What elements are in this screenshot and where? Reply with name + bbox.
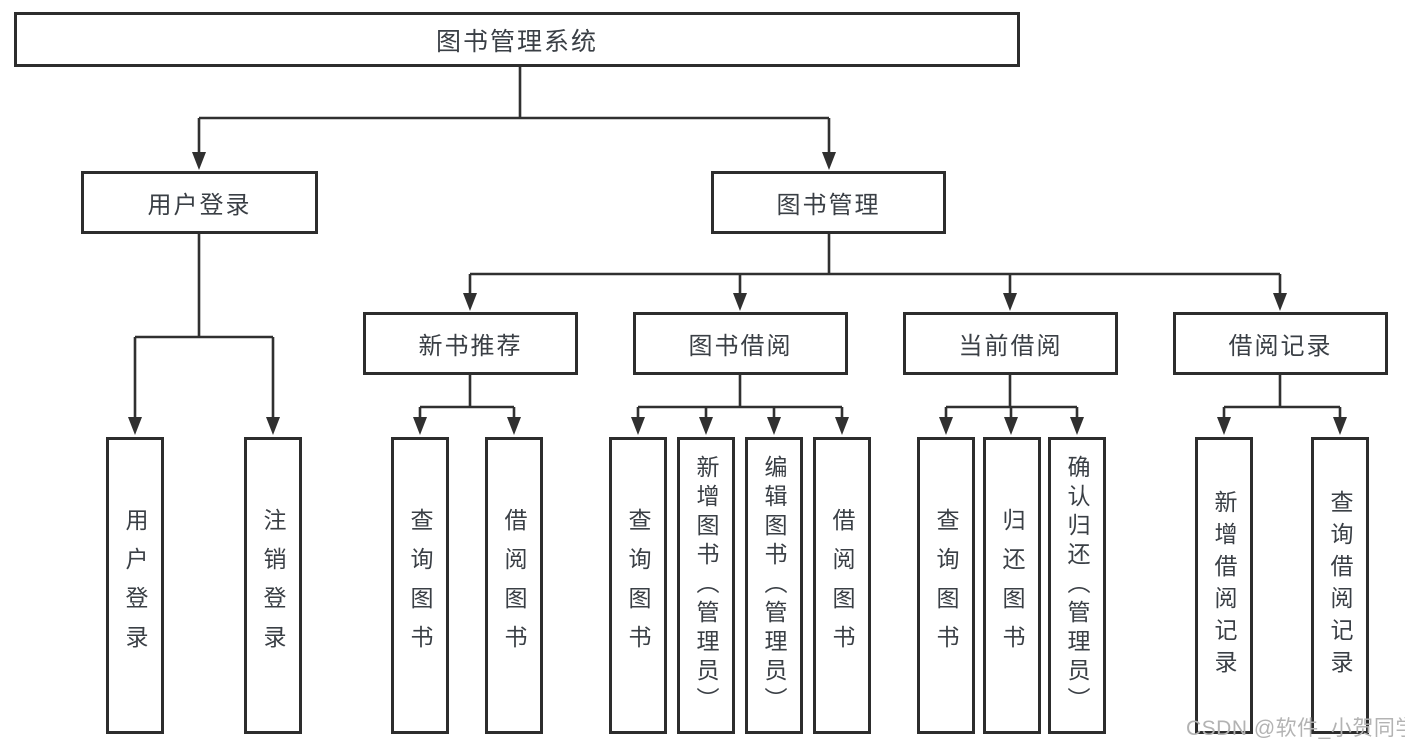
- node-book-management: 图书管理: [711, 171, 946, 234]
- node-library-system-root: 图书管理系统: [14, 12, 1020, 67]
- node-current-borrowing: 当前借阅: [903, 312, 1118, 375]
- leaf-logout: 注销登录: [244, 437, 302, 734]
- leaf-user-login: 用户登录: [106, 437, 164, 734]
- leaf-borrow-books: 借阅图书: [813, 437, 871, 734]
- arrowheads: [128, 152, 1347, 435]
- leaf-query-books-recommend: 查询图书: [391, 437, 449, 734]
- node-new-book-recommendation: 新书推荐: [363, 312, 578, 375]
- leaf-query-books-borrow: 查询图书: [609, 437, 667, 734]
- node-book-borrowing: 图书借阅: [633, 312, 848, 375]
- node-user-login: 用户登录: [81, 171, 318, 234]
- node-borrowing-records: 借阅记录: [1173, 312, 1388, 375]
- leaf-return-books: 归还图书: [983, 437, 1041, 734]
- tree-edges: [133, 67, 1342, 423]
- leaf-query-borrow-record: 查询借阅记录: [1311, 437, 1369, 734]
- leaf-edit-books-admin: 编辑图书（管理员）: [745, 437, 803, 734]
- leaf-add-books-admin: 新增图书（管理员）: [677, 437, 735, 734]
- leaf-query-books-current: 查询图书: [917, 437, 975, 734]
- csdn-watermark: CSDN @软件_小贺同学: [1186, 717, 1405, 740]
- leaf-borrow-books-recommend: 借阅图书: [485, 437, 543, 734]
- leaf-confirm-return-admin: 确认归还（管理员）: [1048, 437, 1106, 734]
- leaf-add-borrow-record: 新增借阅记录: [1195, 437, 1253, 734]
